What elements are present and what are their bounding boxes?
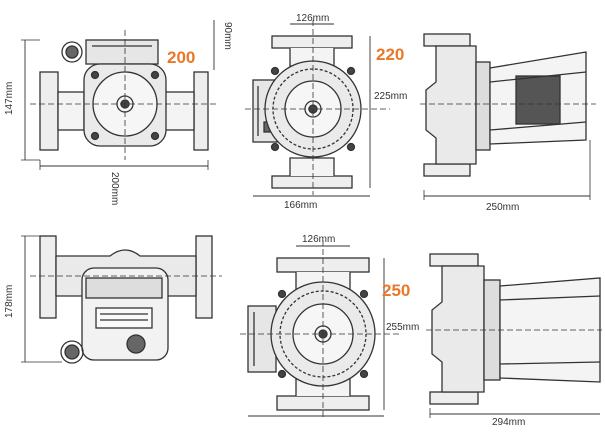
view-220-front [245,20,390,197]
view-220-side [420,33,596,200]
motor-label [515,75,561,125]
bottom-flange [423,163,471,177]
inlet-flange [39,71,59,151]
terminal-cover [85,277,163,299]
dim-220-width: 166mm [284,200,317,211]
volute [431,265,485,393]
display-panel [95,307,153,329]
bottom-flange [429,391,479,405]
motor-flange [475,61,491,151]
model-200-label: 200 [167,48,195,67]
dim-220-center-height: 225mm [374,91,407,102]
dim-250-depth: 294mm [492,417,525,427]
inlet-flange [39,235,57,319]
dim-200-side-height: 147mm [4,82,15,115]
knob [64,344,80,360]
view-200-front [21,20,218,170]
dim-250-top-width: 126mm [302,234,335,245]
view-250-side [426,253,602,418]
bottom-flange [271,175,353,189]
terminal-box [85,39,159,65]
control-knob [126,334,146,354]
dim-220-top-width: 126mm [296,13,329,24]
dim-200-height: 90mm [222,22,233,50]
dim-250-side-height: 178mm [4,285,15,318]
view-250-front [240,240,400,418]
motor-body [499,277,601,383]
view-250-rear [21,235,222,364]
volute [425,45,477,165]
dim-250-center-height: 255mm [386,322,419,333]
dim-200-length: 200mm [109,172,120,205]
model-220-label: 220 [376,45,404,64]
inlet-pipe [57,91,85,131]
top-flange [271,35,353,49]
outlet-pipe [163,91,195,131]
model-250-label: 250 [382,281,410,300]
outlet-flange [193,71,209,151]
outlet-flange [195,235,213,319]
dim-220-depth: 250mm [486,202,519,213]
knob [65,45,79,59]
top-flange [429,253,479,267]
top-flange [423,33,471,47]
